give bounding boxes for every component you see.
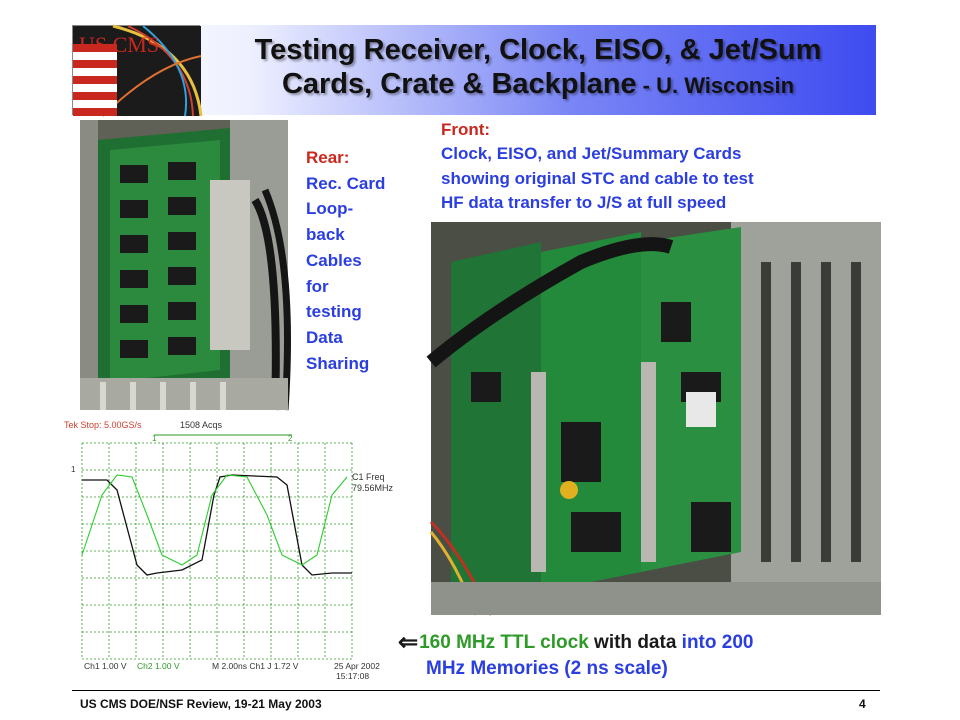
rear-caption-line: Sharing: [306, 353, 370, 373]
front-crate-illustration: [426, 222, 881, 616]
rear-caption-header: Rear:: [306, 148, 350, 167]
rear-caption-line: back: [306, 225, 345, 245]
scope-ch1-scale: Ch1 1.00 V: [84, 661, 127, 671]
clock-note-black: with data: [588, 632, 682, 653]
front-caption-line: HF data transfer to J/S at full speed: [441, 192, 727, 212]
scope-time-scale: M 2.00ns Ch1 J 1.72 V: [212, 661, 299, 671]
us-cms-logo-text: US CMS: [79, 32, 159, 57]
rear-caption-line: testing: [306, 302, 362, 322]
title-line-2-main: Cards, Crate & Backplane: [281, 68, 637, 100]
scope-cursor-2: 2: [288, 434, 293, 443]
clock-note-blue: into 200: [681, 632, 754, 653]
front-caption-header: Front:: [441, 120, 491, 139]
rear-caption-line: for: [306, 276, 329, 296]
rear-caption-line: Data: [306, 327, 343, 347]
scope-cursor-1: 1: [152, 434, 157, 443]
scope-freq-value: 79.56MHz: [352, 483, 394, 493]
scope-date: 25 Apr 2002: [334, 661, 380, 671]
front-caption-line: showing original STC and cable to test: [441, 168, 754, 188]
front-caption: Front: Clock, EISO, and Jet/Summary Card…: [441, 118, 861, 215]
title-banner: [72, 25, 876, 115]
title-line-1: Testing Receiver, Clock, EISO, & Jet/Sum: [254, 34, 822, 66]
rear-caption-line: Rec. Card: [306, 173, 386, 193]
page-number: 4: [859, 697, 866, 711]
footer-text: US CMS DOE/NSF Review, 19-21 May 2003: [80, 697, 322, 711]
scope-freq-label: C1 Freq: [352, 472, 385, 482]
rear-crate-illustration: [80, 120, 291, 411]
rear-crate-photo: [80, 120, 291, 411]
clock-note-line-1: ⇐160 MHz TTL clock with data into 200: [398, 630, 848, 656]
double-arrow-left-icon: ⇐: [398, 629, 419, 656]
scope-status-text: Tek Stop: 5.00GS/s: [64, 420, 142, 430]
oscilloscope-screen: Tek Stop: 5.00GS/s 1508 Acqs 1 2 1 C1 Fr…: [62, 415, 394, 683]
rear-caption-line: Loop-: [306, 199, 354, 219]
clock-note-line-2: MHz Memories (2 ns scale): [426, 658, 668, 679]
scope-time: 15:17:08: [336, 671, 369, 681]
scope-acqs-text: 1508 Acqs: [180, 420, 223, 430]
scope-ch2-scale: Ch2 1.00 V: [137, 661, 180, 671]
us-cms-logo: US CMS: [72, 24, 203, 117]
us-cms-logo-graphic: US CMS: [73, 24, 203, 117]
footer-divider: [72, 690, 880, 691]
page-title: Testing Receiver, Clock, EISO, & Jet/Sum…: [200, 33, 876, 103]
title-line-2: Cards, Crate & Backplane - U. Wisconsin: [200, 67, 876, 103]
clock-note: ⇐160 MHz TTL clock with data into 200 MH…: [398, 630, 848, 682]
rear-caption: Rear: Rec. Card Loop- back Cables for te…: [306, 145, 416, 376]
front-caption-line: Clock, EISO, and Jet/Summary Cards: [441, 144, 742, 164]
front-crate-photo: [426, 222, 881, 616]
oscilloscope-capture: Tek Stop: 5.00GS/s 1508 Acqs 1 2 1 C1 Fr…: [62, 415, 394, 683]
scope-channel-1-marker: 1: [71, 465, 76, 474]
title-affiliation: - U. Wisconsin: [636, 73, 795, 98]
clock-note-green: 160 MHz TTL clock: [419, 632, 589, 653]
rear-caption-line: Cables: [306, 250, 362, 270]
